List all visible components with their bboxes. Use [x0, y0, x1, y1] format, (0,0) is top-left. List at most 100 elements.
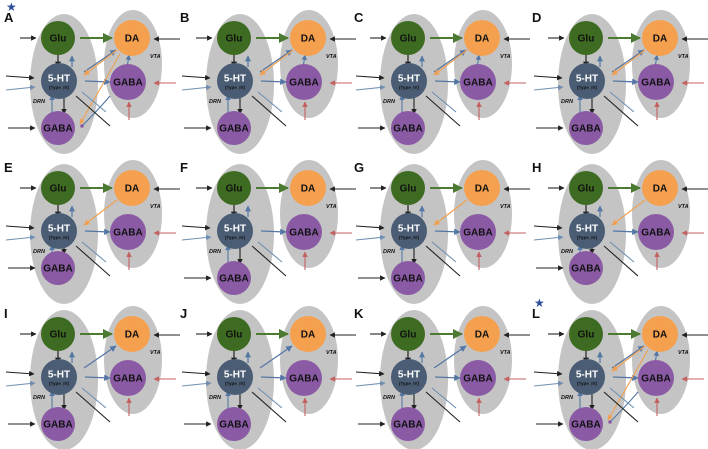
vta-gaba-node [286, 64, 322, 100]
da-label: DA [301, 330, 315, 341]
ht-input-arrow [355, 74, 385, 81]
ht-type-label: (Type_IV) [399, 381, 419, 386]
da-to-ht-arrow [83, 49, 118, 76]
drn-gaba-label: GABA [43, 124, 72, 135]
da-to-ht-arrow [611, 49, 646, 76]
da-label: DA [475, 184, 489, 195]
ht-to-vta-gaba-arrow [260, 374, 287, 382]
ht-node [569, 359, 605, 395]
ht-blue-input-arrow [533, 84, 564, 91]
da-node [114, 316, 150, 352]
glu-node [569, 171, 603, 205]
glu-node [391, 317, 425, 351]
da-label: DA [475, 34, 489, 45]
da-label: DA [653, 184, 667, 195]
drn-gaba-label: GABA [43, 264, 72, 275]
ht-to-da-arrow [433, 49, 467, 73]
glu-label: Glu [578, 34, 595, 45]
drn-gaba-node [217, 261, 251, 295]
ht-label: 5-HT [48, 370, 70, 381]
vta-region-label: VTA [678, 204, 689, 210]
ht-blue-input-arrow [181, 84, 212, 91]
vta-region-label: VTA [150, 54, 161, 60]
ht-label: 5-HT [398, 74, 420, 85]
glu-label: Glu [400, 330, 417, 341]
glu-label: Glu [226, 184, 243, 195]
ht-input-arrow [355, 370, 385, 377]
ht-to-vta-gaba-arrow [260, 78, 287, 86]
ht-output-line [251, 95, 287, 127]
da-label: DA [125, 330, 139, 341]
da-node [290, 20, 326, 56]
ht-type-label: (Type_IV) [225, 85, 245, 90]
ht-blue-input-arrow [5, 380, 36, 387]
ht-input-arrow [355, 224, 385, 231]
ht-type-label: (Type_IV) [49, 235, 69, 240]
ht-type-label: (Type_IV) [577, 235, 597, 240]
glu-label: Glu [50, 330, 67, 341]
glu-label: Glu [50, 34, 67, 45]
da-to-drn-gaba-arrow [79, 53, 121, 125]
ht-output-line [75, 391, 111, 423]
ht-to-vta-gaba-arrow [612, 374, 639, 382]
drn-region-label: DRN [33, 249, 46, 255]
ht-label: 5-HT [576, 224, 598, 235]
glu-label: Glu [578, 184, 595, 195]
ht-input-arrow [533, 74, 563, 81]
ht-to-da-arrow [611, 345, 645, 369]
drn-gaba-node [41, 407, 75, 441]
star-icon: ★ [534, 296, 545, 310]
drn-gaba-node [569, 251, 603, 285]
glu-node [391, 21, 425, 55]
ht-to-vta-gaba-arrow [260, 228, 287, 236]
ht-input-arrow [533, 370, 563, 377]
ht-output-steel-line [81, 91, 107, 113]
glu-label: Glu [578, 330, 595, 341]
ht-node [41, 63, 77, 99]
ht-type-label: (Type_IV) [225, 381, 245, 386]
panel-letter: B [180, 10, 189, 25]
drn-region-label: DRN [561, 99, 574, 105]
da-label: DA [653, 330, 667, 341]
vta-gaba-to-drn-gaba-link [608, 391, 639, 424]
ht-output-steel-line [431, 91, 457, 113]
da-label: DA [125, 184, 139, 195]
drn-gaba-label: GABA [571, 264, 600, 275]
drn-gaba-label: GABA [393, 124, 422, 135]
vta-region-label: VTA [678, 350, 689, 356]
vta-gaba-label: GABA [113, 228, 142, 239]
glu-node [41, 21, 75, 55]
ht-blue-input-arrow [533, 234, 564, 241]
da-node [642, 170, 678, 206]
drn-gaba-node [391, 407, 425, 441]
ht-output-steel-line [81, 387, 107, 409]
da-node [464, 316, 500, 352]
drn-gaba-node [217, 111, 251, 145]
da-to-drn-gaba-arrow [607, 349, 649, 421]
ht-label: 5-HT [224, 74, 246, 85]
da-label: DA [301, 34, 315, 45]
drn-gaba-node [41, 251, 75, 285]
ht-input-arrow [181, 224, 211, 231]
vta-region-label: VTA [150, 204, 161, 210]
da-label: DA [301, 184, 315, 195]
drn-gaba-label: GABA [43, 420, 72, 431]
ht-blue-input-arrow [5, 234, 36, 241]
drn-region-label: DRN [33, 395, 46, 401]
vta-gaba-node [286, 214, 322, 250]
panel-letter: A [4, 10, 14, 25]
drn-region-label: DRN [561, 395, 574, 401]
drn-region-label: DRN [209, 249, 222, 255]
vta-gaba-label: GABA [463, 228, 492, 239]
vta-region-label: VTA [500, 54, 511, 60]
drn-region-label: DRN [383, 395, 396, 401]
ht-to-vta-gaba-arrow [84, 374, 111, 382]
da-node [464, 170, 500, 206]
glu-label: Glu [226, 330, 243, 341]
da-to-ht-arrow [611, 199, 646, 226]
ht-output-steel-line [257, 387, 283, 409]
drn-gaba-node [217, 407, 251, 441]
